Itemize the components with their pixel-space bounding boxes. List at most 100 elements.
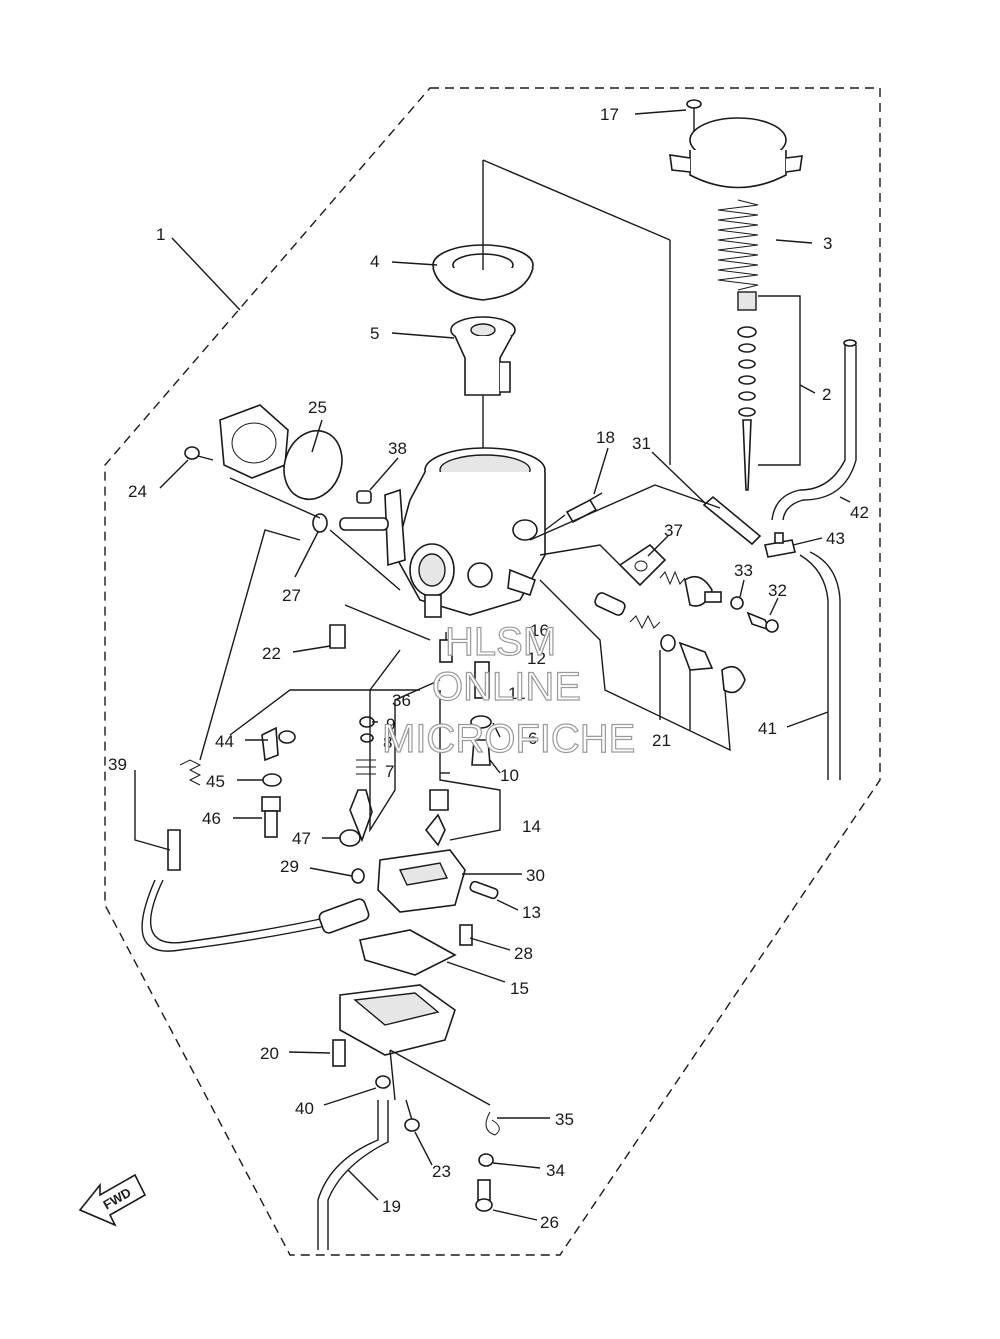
assembly-boundary — [104, 87, 881, 1256]
hose-42 — [771, 339, 857, 521]
drain-hose-19 — [317, 1100, 389, 1250]
callout-3: 3 — [823, 234, 832, 253]
washer-34 — [478, 1153, 494, 1167]
callout-19: 19 — [382, 1197, 401, 1216]
hose-41 — [799, 551, 841, 780]
callout-10: 10 — [500, 766, 519, 785]
plate-37 — [618, 543, 667, 587]
nut-27 — [312, 513, 328, 533]
pilot-screw-set — [349, 716, 376, 843]
callout-labels: 1 2 3 4 5 6 7 8 9 10 11 12 13 14 15 16 1… — [108, 105, 869, 1232]
callout-26: 26 — [540, 1213, 559, 1232]
leader-lines — [159, 109, 851, 1221]
callout-28: 28 — [514, 944, 533, 963]
diaphragm-spring — [717, 199, 759, 291]
fwd-arrow-icon: FWD — [78, 1173, 147, 1227]
callout-11: 11 — [508, 684, 526, 703]
sensor-46 — [261, 796, 281, 838]
callout-24: 24 — [128, 482, 147, 501]
callout-33: 33 — [734, 561, 753, 580]
callout-35: 35 — [555, 1110, 574, 1129]
watermark: HLSM ONLINE MICROFICHE — [381, 619, 636, 761]
main-jet-10 — [471, 739, 491, 766]
callout-9: 9 — [386, 715, 395, 734]
screw-29 — [351, 868, 365, 884]
callout-16: 16 — [530, 621, 549, 640]
gasket-15 — [359, 929, 457, 976]
needle-jet-11 — [474, 661, 490, 699]
callout-20: 20 — [260, 1044, 279, 1063]
callout-39: 39 — [108, 755, 127, 774]
screw-28 — [459, 924, 473, 946]
callout-14: 14 — [522, 817, 541, 836]
callout-38: 38 — [388, 439, 407, 458]
screw-24 — [184, 446, 214, 461]
jet-needle-16 — [439, 632, 453, 663]
watermark-line-3: MICROFICHE — [382, 717, 635, 761]
callout-37: 37 — [664, 521, 683, 540]
needle-set — [737, 291, 757, 491]
needle-valve-14 — [424, 789, 449, 847]
washer-45 — [262, 773, 282, 787]
callout-4: 4 — [370, 252, 379, 271]
plug-22 — [329, 624, 346, 649]
callout-25: 25 — [308, 398, 327, 417]
throttle-screw-18 — [565, 492, 603, 524]
callout-21: 21 — [652, 731, 671, 750]
cap-47 — [339, 829, 361, 847]
jet-6 — [470, 715, 492, 729]
screw-26 — [475, 1179, 493, 1212]
float-bowl — [339, 984, 456, 1056]
callout-45: 45 — [206, 772, 225, 791]
callout-1: 1 — [156, 225, 165, 244]
callout-2: 2 — [822, 385, 831, 404]
clamp-40 — [375, 1075, 391, 1089]
callout-31: 31 — [632, 434, 651, 453]
screw-23 — [404, 1099, 420, 1132]
cover-screw — [686, 99, 702, 132]
callout-18: 18 — [596, 428, 615, 447]
callout-46: 46 — [202, 809, 221, 828]
callout-42: 42 — [850, 503, 869, 522]
throttle-cable — [141, 759, 370, 952]
washer-33 — [730, 596, 744, 610]
tee-43 — [764, 532, 796, 558]
piston-valve — [450, 316, 516, 396]
float-30 — [377, 849, 466, 913]
callout-40: 40 — [295, 1099, 314, 1118]
watermark-line-1: HLSM — [445, 620, 556, 664]
callout-13: 13 — [522, 903, 541, 922]
plate-44 — [261, 726, 296, 762]
screw-32 — [746, 611, 779, 633]
callout-43: 43 — [826, 529, 845, 548]
callout-7: 7 — [385, 762, 394, 781]
callout-44: 44 — [215, 732, 234, 751]
top-cover — [669, 117, 803, 189]
callout-8: 8 — [383, 733, 392, 752]
callout-6: 6 — [528, 729, 537, 748]
callout-22: 22 — [262, 644, 281, 663]
callout-23: 23 — [432, 1162, 451, 1181]
plunger-21 — [594, 592, 746, 694]
screw-20 — [332, 1039, 346, 1067]
callout-36: 36 — [392, 691, 411, 710]
callout-30: 30 — [526, 866, 545, 885]
watermark-line-2: ONLINE — [432, 665, 581, 709]
plug-38 — [356, 490, 372, 504]
pin-13 — [469, 880, 499, 900]
callout-34: 34 — [546, 1161, 565, 1180]
callout-32: 32 — [768, 581, 787, 600]
carburetor-body — [384, 447, 546, 618]
callout-12: 12 — [527, 649, 546, 668]
spring-37b — [659, 570, 686, 586]
callout-47: 47 — [292, 829, 311, 848]
callout-29: 29 — [280, 857, 299, 876]
o-ring-25 — [283, 429, 343, 501]
pipe-31 — [702, 495, 762, 546]
air-vent-fitting — [339, 517, 389, 531]
clip-35 — [485, 1111, 500, 1136]
callout-27: 27 — [282, 586, 301, 605]
intake-gasket — [219, 404, 289, 479]
callout-15: 15 — [510, 979, 529, 998]
